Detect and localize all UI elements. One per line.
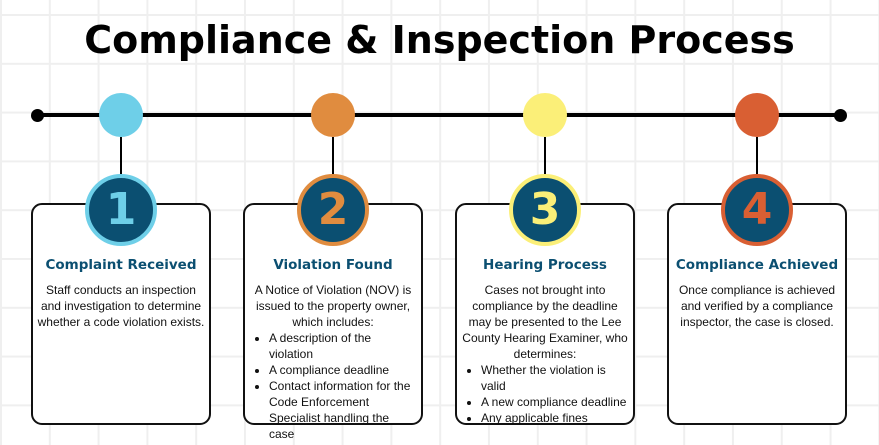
connector-line [544, 137, 546, 177]
page-title: Compliance & Inspection Process [84, 18, 795, 62]
step-text: A Notice of Violation (NOV) is issued to… [254, 283, 412, 329]
connector-line [332, 137, 334, 177]
step-heading: Violation Found [273, 257, 393, 273]
bullet-item: Whether the violation is valid [481, 362, 629, 394]
step-bullets: Whether the violation is validA new comp… [461, 362, 629, 426]
bullet-item: A compliance deadline [269, 362, 417, 378]
step-card: Compliance Achieved Once compliance is a… [667, 203, 847, 425]
step-text: Cases not brought into compliance by the… [462, 283, 628, 361]
step-bullets: A description of the violationA complian… [249, 330, 417, 442]
timeline-dot [99, 93, 143, 137]
timeline-dot [311, 93, 355, 137]
timeline-end-dot [834, 109, 847, 122]
step-heading: Compliance Achieved [675, 257, 839, 273]
bullet-item: A new compliance deadline [481, 394, 629, 410]
step-number-badge: 1 [85, 174, 157, 246]
connector-line [120, 137, 122, 177]
step-text: Staff conducts an inspection and investi… [37, 283, 205, 329]
step-heading: Complaint Received [45, 257, 197, 273]
bullet-item: A description of the violation [269, 330, 417, 362]
step-number-badge: 2 [297, 174, 369, 246]
step-card: Violation Found A Notice of Violation (N… [243, 203, 423, 441]
step-number-badge: 3 [509, 174, 581, 246]
step-body: Staff conducts an inspection and investi… [37, 282, 205, 330]
timeline-start-dot [31, 109, 44, 122]
timeline-line [37, 113, 840, 117]
connector-line [756, 137, 758, 177]
bullet-item: Any applicable fines [481, 410, 629, 426]
step-heading: Hearing Process [483, 257, 607, 273]
step-body: Cases not brought into compliance by the… [461, 282, 629, 426]
step-body: A Notice of Violation (NOV) is issued to… [249, 282, 417, 442]
bullet-item: Contact information for the Code Enforce… [269, 378, 417, 442]
step-text: Once compliance is achieved and verified… [678, 283, 836, 329]
timeline-dot [735, 93, 779, 137]
timeline-dot [523, 93, 567, 137]
step-number-badge: 4 [721, 174, 793, 246]
step-body: Once compliance is achieved and verified… [673, 282, 841, 330]
